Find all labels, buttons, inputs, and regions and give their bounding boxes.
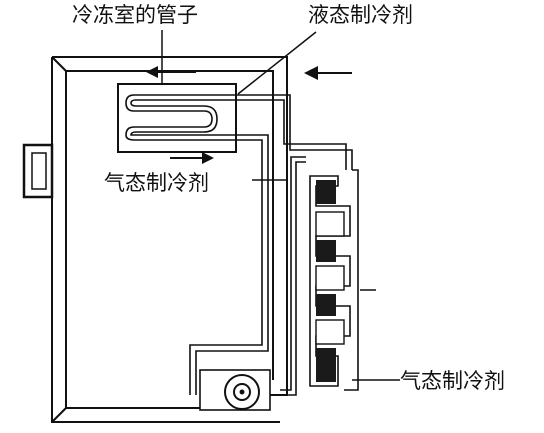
condenser-coil xyxy=(309,169,359,391)
label-gas-refrigerant-bottom: 气态制冷剂 xyxy=(400,369,505,393)
arrow-left-icon xyxy=(304,66,352,80)
label-liquid-refrigerant: 液态制冷剂 xyxy=(308,3,413,27)
arrow-left-icon xyxy=(146,66,196,78)
leader-lines xyxy=(161,30,400,381)
label-gas-refrigerant-top: 气态制冷剂 xyxy=(104,171,209,195)
label-freezer-pipe: 冷冻室的管子 xyxy=(72,3,198,27)
door-handle xyxy=(22,143,54,199)
flow-arrows xyxy=(146,66,352,164)
freezer-compartment xyxy=(117,83,237,153)
freezer-pipe xyxy=(125,94,236,141)
compressor xyxy=(199,369,271,411)
back-wall-pipes xyxy=(189,94,353,396)
arrow-right-icon xyxy=(170,152,214,164)
